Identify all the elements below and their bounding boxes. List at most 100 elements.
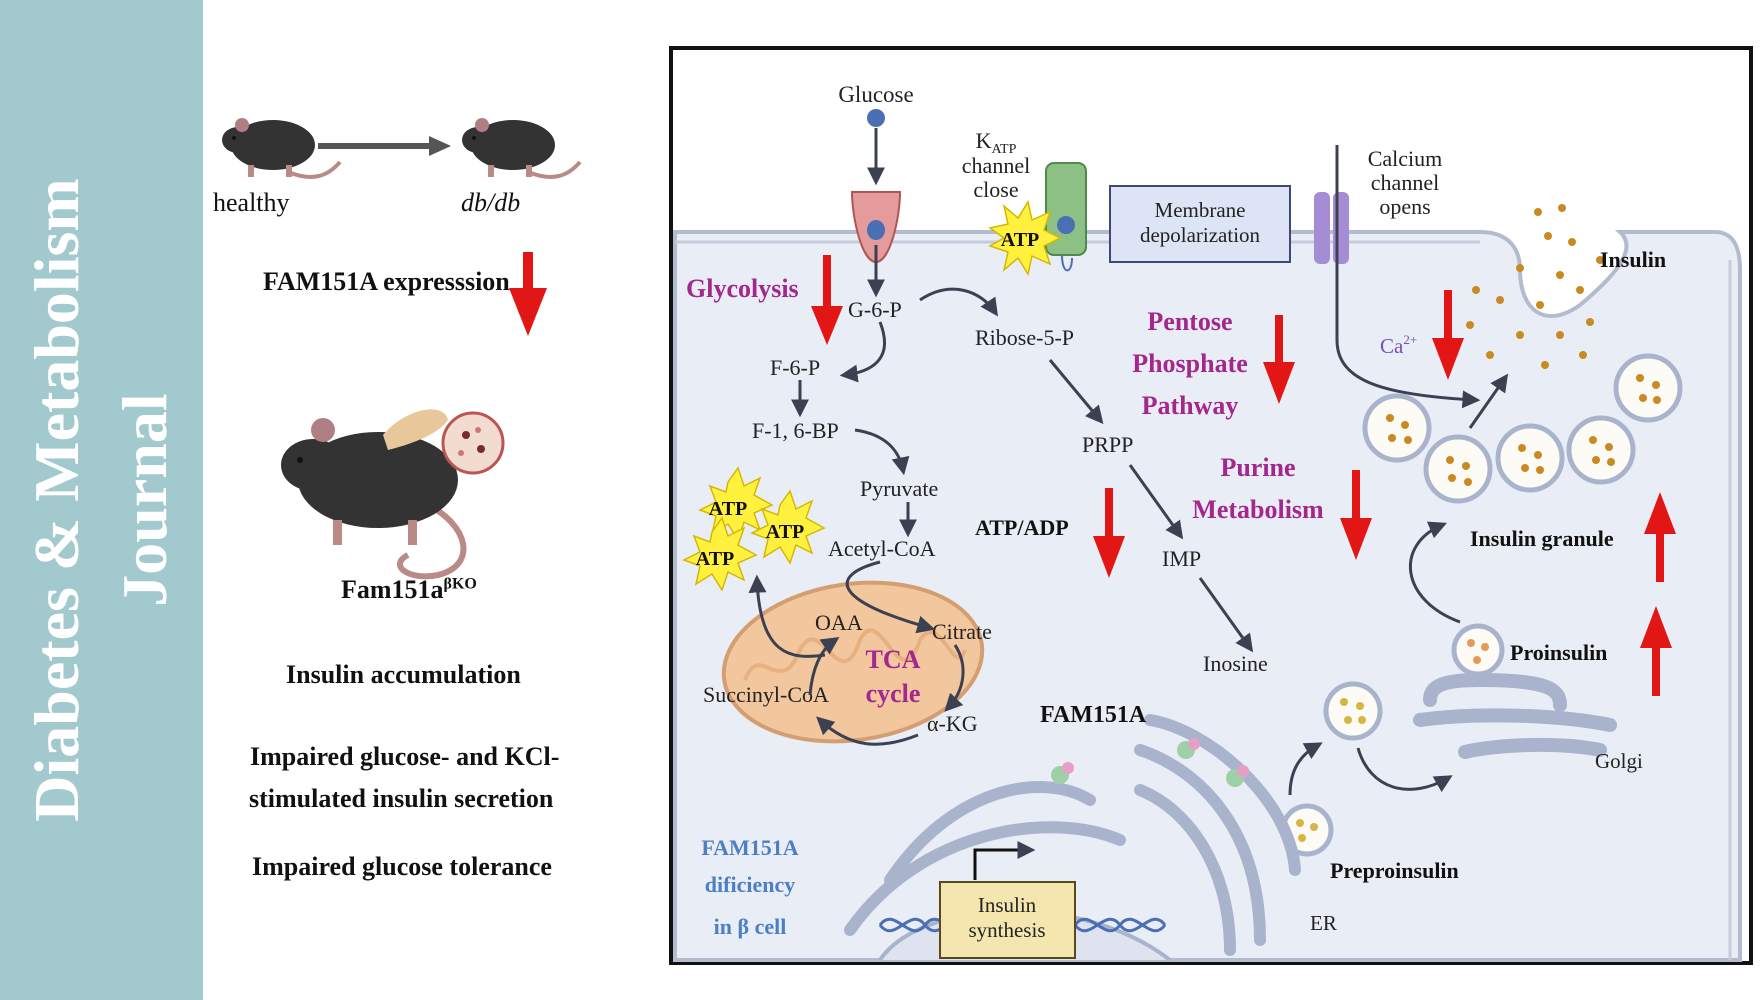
fam151a-protein-icon [1051,738,1249,787]
g6p-label: G-6-P [848,297,902,322]
acetyl-coa-label: Acetyl-CoA [828,536,936,561]
journal-title-graphic: Diabetes & Metabolism Journal [21,178,180,821]
golgi-apparatus-icon [1413,623,1617,759]
secreted-insulin-dots [1466,204,1604,369]
ribose-label: Ribose-5-P [975,325,1074,350]
calcium-down-arrow [1432,290,1464,380]
outcome-insulin-accumulation: Insulin accumulation [286,660,521,689]
pyruvate-label: Pyruvate [860,476,938,501]
insulin-granule-up-arrow [1644,492,1676,582]
summary-panel: healthy db/db FAM151A expresssion Fam151… [203,0,663,1000]
katp-close-label: close [973,177,1018,202]
oaa-label: OAA [815,610,863,635]
succinyl-coa-label: Succinyl-CoA [703,682,829,707]
insulin-granule-icon [1495,423,1565,493]
tca-line2: cycle [866,679,921,708]
expression-down-arrow [509,252,547,336]
atp-star-icon [682,516,758,592]
calcium-ion-charge: 2+ [1403,332,1417,347]
journal-sidebar: Diabetes & Metabolism Journal [0,0,203,1000]
purine-down-arrow [1340,470,1372,560]
journal-title-line1: Diabetes & Metabolism [21,178,92,821]
calcium-ion-symbol: Ca [1380,334,1404,358]
healthy-mouse-icon [222,118,342,179]
atp-star-icon [750,489,826,565]
glycolysis-down-arrow [811,255,843,345]
insulin-granules [1362,353,1683,504]
er-vesicles [1280,681,1453,857]
proinsulin-to-granule-arrow [1408,521,1461,624]
insulin-label: Insulin [1600,247,1666,272]
deficiency-line3: in β cell [714,914,787,939]
mouse-illustrations [222,118,582,580]
atp-adp-down-arrow [1093,488,1125,578]
insulin-synthesis-line2: synthesis [968,918,1045,942]
katp-label: KATP [976,128,1017,157]
glycolysis-arrows [791,287,999,538]
purine-line1: Purine [1220,453,1295,482]
ko-model-name: Fam151a [341,575,444,604]
dbdb-label: db/db [461,188,521,217]
prpp-to-imp-arrow [1128,464,1184,540]
ribose-to-prpp-arrow [1048,359,1104,425]
katp-subscript: ATP [991,142,1016,157]
f6p-label: F-6-P [770,355,820,380]
golgi-label: Golgi [1595,749,1643,773]
insulin-synthesis-box [939,881,1076,959]
calcium-ion-label: Ca2+ [1380,332,1417,358]
cell-membrane [673,230,1742,962]
proinsulin-label: Proinsulin [1510,640,1607,665]
insulin-granule-icon [1613,353,1683,423]
inosine-label: Inosine [1203,651,1268,676]
imp-label: IMP [1162,546,1201,571]
purine-line2: Metabolism [1192,495,1324,524]
insulin-synthesis-line1: Insulin [978,893,1037,917]
endoplasmic-reticulum-icon [844,714,1301,956]
proinsulin-up-arrow [1640,606,1672,696]
deficiency-line1: FAM151A [701,835,798,860]
preproinsulin-label: Preproinsulin [1330,858,1459,883]
imp-to-inosine-arrow [1198,577,1254,653]
insulin-granule-icon [1423,434,1493,504]
calcium-channel-line1: Calcium [1368,146,1443,171]
tca-line1: TCA [866,645,921,674]
fam151a-label: FAM151A [1040,702,1147,728]
outcome-impaired-secretion-line2: stimulated insulin secretion [249,784,554,813]
atp-label-3: ATP [696,548,735,570]
membrane-depolarization-line1: Membrane [1155,198,1246,222]
insulin-granule-icon [1362,393,1432,463]
ko-model-superscript: βKO [443,575,477,593]
insulin-granule-label: Insulin granule [1470,526,1614,551]
pancreas-icon [383,409,448,450]
ppp-line2: Phosphate [1132,349,1248,378]
outcome-impaired-secretion-line1: Impaired glucose- and KCl- [250,742,560,771]
ko-mouse-icon [281,409,505,580]
glucose-label: Glucose [838,82,913,107]
membrane-depolarization-box [1109,185,1291,263]
islet-icon [441,411,505,475]
er-label: ER [1310,911,1337,935]
journal-title-line2: Journal [109,393,180,606]
fam151a-expression-label: FAM151A expresssion [263,267,510,296]
tca-cycle-arrows [748,560,965,746]
ppp-down-arrow [1263,315,1295,404]
katp-atp-star-icon [988,200,1062,276]
atp-label-2: ATP [766,521,805,543]
membrane-depolarization-line2: depolarization [1140,223,1261,247]
ppp-line3: Pathway [1142,391,1239,420]
katp-channel-label: channel [962,153,1030,178]
healthy-label: healthy [213,188,290,217]
katp-k: K [976,128,992,153]
ppp-line1: Pentose [1147,307,1232,336]
akg-label: α-KG [927,711,978,736]
katp-atp-label: ATP [1001,229,1040,251]
dbdb-mouse-icon [462,118,582,179]
prpp-label: PRPP [1082,432,1133,457]
deficiency-line2: dificiency [705,872,795,897]
atp-label-1: ATP [709,498,748,520]
citrate-label: Citrate [932,619,992,644]
glucose-transporter-icon [850,109,902,298]
insulin-granule-icon [1566,415,1636,485]
progression-arrow [318,136,451,156]
